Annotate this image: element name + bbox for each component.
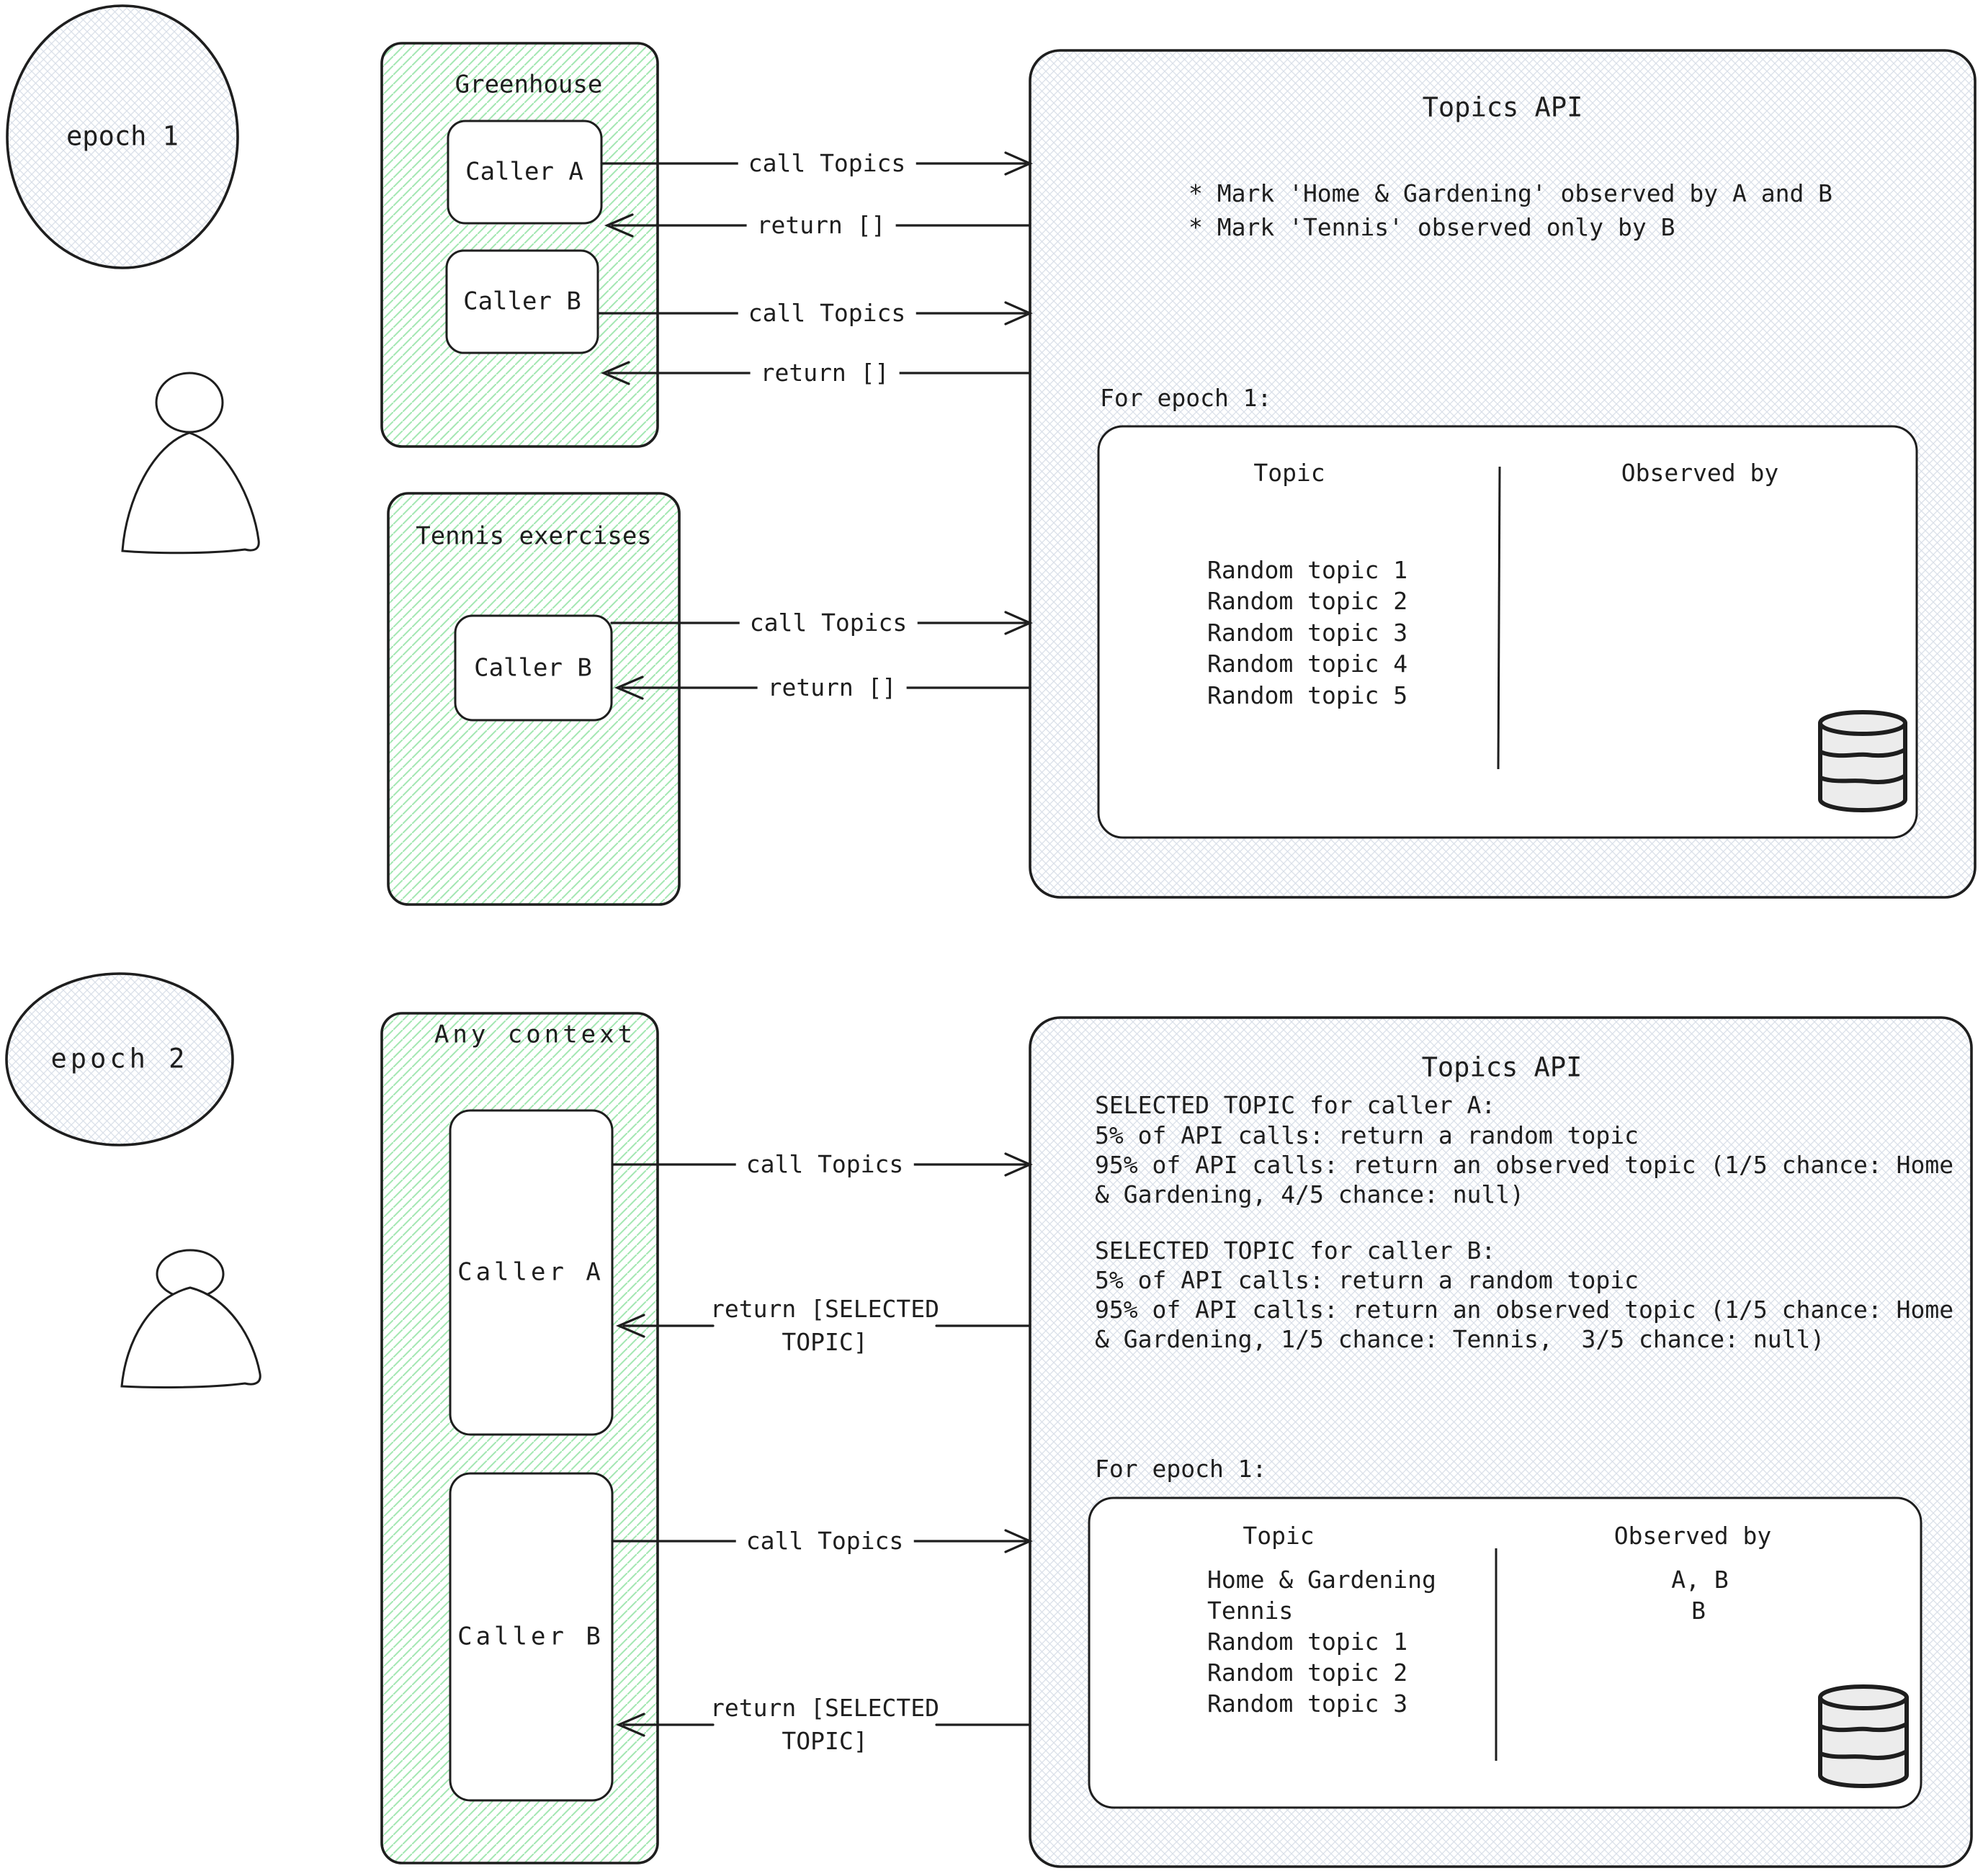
column-header-observed-by: Observed by [1613, 1522, 1772, 1550]
column-header-observed-by: Observed by [1621, 459, 1779, 488]
table-row-observed: B [1691, 1597, 1706, 1625]
table-row-topic: Random topic 2 [1207, 1659, 1408, 1687]
table-row-topic: Home & Gardening [1207, 1566, 1436, 1594]
return-selected-arrow-caller-b2 [615, 1713, 1031, 1737]
epoch-2-label: epoch 2 [50, 1043, 189, 1074]
api-bullet-tennis: * Mark 'Tennis' observed only by B [1189, 213, 1675, 242]
selected-topic-a-line: SELECTED TOPIC for caller A: [1095, 1091, 1496, 1120]
return-selected-label-line2: TOPIC] [782, 1727, 868, 1756]
column-header-topic: Topic [1243, 1522, 1315, 1550]
return-empty-label: return [] [746, 210, 896, 241]
topics-api-title: Topics API [1422, 91, 1583, 123]
table-row-topic: Random topic 3 [1207, 1689, 1408, 1718]
return-empty-label: return [] [757, 673, 907, 703]
return-selected-arrow-caller-a2 [615, 1314, 1031, 1338]
api-bullet-home-gardening: * Mark 'Home & Gardening' observed by A … [1189, 179, 1833, 208]
selected-topic-b-line: 5% of API calls: return a random topic [1095, 1266, 1639, 1295]
selected-topic-b-line: SELECTED TOPIC for caller B: [1095, 1237, 1496, 1265]
return-selected-label-line1: return [SELECTED [710, 1295, 939, 1324]
caller-b-any-context-box [449, 1472, 614, 1802]
call-topics-label: call Topics [738, 148, 916, 179]
table-row-topic: Tennis [1207, 1597, 1294, 1625]
caller-b-label: Caller B [463, 287, 581, 316]
selected-topic-a-line: 95% of API calls: return an observed top… [1095, 1151, 1954, 1180]
database-icon [1818, 710, 1907, 812]
caller-b-label: Caller B [457, 1622, 604, 1651]
epoch-1-circle [6, 4, 239, 269]
topic-table-epoch1 [1097, 425, 1918, 839]
return-selected-label-line1: return [SELECTED [710, 1694, 939, 1723]
caller-b-box [445, 249, 599, 354]
table-row-topic: Random topic 4 [1207, 650, 1408, 678]
table-row-observed: A, B [1671, 1566, 1729, 1594]
table-row-topic: Random topic 1 [1207, 1628, 1408, 1656]
table-row-topic: Random topic 2 [1207, 587, 1408, 616]
epoch-2-circle [5, 972, 234, 1146]
table-row-topic: Random topic 1 [1207, 556, 1408, 585]
caller-a-box [447, 120, 603, 225]
person-icon [121, 372, 260, 555]
selected-topic-b-line: & Gardening, 1/5 chance: Tennis, 3/5 cha… [1095, 1325, 1825, 1354]
return-empty-label: return [] [750, 358, 900, 388]
person-icon [120, 1249, 261, 1388]
any-context-title: Any context [434, 1020, 637, 1049]
table-row-topic: Random topic 3 [1207, 619, 1408, 647]
caller-a-label: Caller A [457, 1257, 604, 1287]
tennis-exercises-title: Tennis exercises [416, 521, 652, 551]
table-divider-epoch1 [1497, 466, 1501, 770]
caller-a-any-context-box [449, 1109, 614, 1436]
caller-a-label: Caller A [465, 157, 583, 187]
selected-topic-a-line: & Gardening, 4/5 chance: null) [1095, 1180, 1525, 1209]
for-epoch-heading: For epoch 1: [1095, 1455, 1267, 1484]
topics-api-title: Topics API [1421, 1051, 1583, 1083]
call-topics-label: call Topics [735, 1526, 914, 1556]
selected-topic-a-line: 5% of API calls: return a random topic [1095, 1121, 1639, 1150]
call-topics-label: call Topics [739, 608, 918, 638]
for-epoch-heading: For epoch 1: [1100, 384, 1272, 413]
call-topics-label: call Topics [738, 298, 916, 328]
call-topics-label: call Topics [735, 1149, 914, 1180]
caller-b-tennis-box [454, 614, 613, 722]
topic-table-epoch2 [1088, 1496, 1922, 1809]
greenhouse-title: Greenhouse [455, 70, 603, 99]
epoch-1-label: epoch 1 [66, 120, 179, 152]
caller-b-tennis-label: Caller B [474, 653, 592, 683]
greenhouse-box [380, 42, 659, 448]
return-selected-label-line2: TOPIC] [782, 1328, 868, 1357]
table-row-topic: Random topic 5 [1207, 681, 1408, 710]
column-header-topic: Topic [1253, 459, 1325, 488]
database-icon [1818, 1684, 1909, 1788]
selected-topic-b-line: 95% of API calls: return an observed top… [1095, 1296, 1954, 1324]
